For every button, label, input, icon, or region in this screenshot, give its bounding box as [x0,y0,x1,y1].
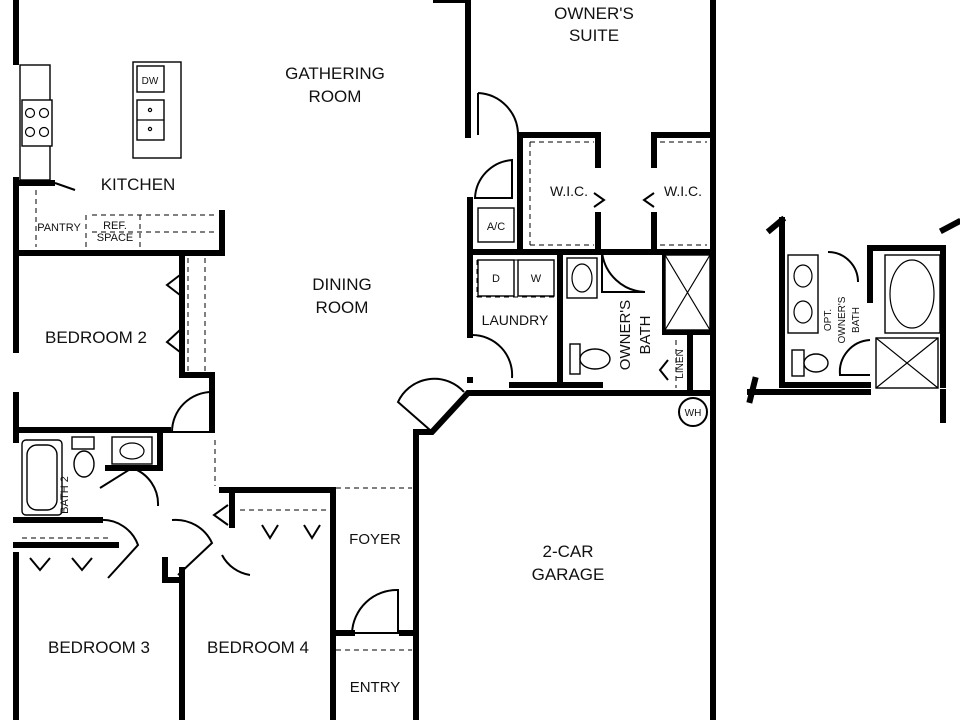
opt-owners-bath-label-line2: OWNER'S [837,296,848,343]
bedroom-4-label: BEDROOM 4 [207,638,309,657]
entry-label: ENTRY [350,679,401,696]
dryer-label: D [492,273,500,285]
bath-2-fixtures [21,436,153,516]
water-heater-label: WH [685,408,702,419]
ref-space-label-line1: REF. [103,220,127,232]
interior-walls [13,0,716,720]
room-labels: OWNER'S SUITE GATHERING ROOM KITCHEN PAN… [37,4,862,696]
owners-bath-label-line1: OWNER'S [617,300,634,370]
washer-dryer [477,259,555,297]
exterior-walls [13,0,716,720]
washer-label: W [531,273,542,285]
pantry-label: PANTRY [37,222,81,234]
kitchen-counter [19,64,53,181]
opt-owners-bath-label-line1: OPT. [823,309,834,331]
door-swings [29,92,669,634]
owners-suite-label-line1: OWNER'S [554,4,634,23]
dining-room-label-line2: ROOM [316,298,369,317]
garage-label-line1: 2-CAR [542,542,593,561]
wic-right-label: W.I.C. [664,183,702,199]
garage-label-line2: GARAGE [532,565,605,584]
dishwasher-label: DW [142,76,159,87]
gathering-room-label-line2: ROOM [309,87,362,106]
owners-suite-label-line2: SUITE [569,26,619,45]
kitchen-island [132,61,182,159]
owners-bath-label-line2: BATH [637,316,654,355]
bedroom-3-label: BEDROOM 3 [48,638,150,657]
wic-left-label: W.I.C. [550,183,588,199]
bath-2-label: BATH 2 [59,476,71,514]
ref-space-label-line2: SPACE [97,232,133,244]
dining-room-label-line1: DINING [312,275,372,294]
opt-owners-bath-inset [746,215,960,423]
foyer-label: FOYER [349,531,401,548]
laundry-label: LAUNDRY [482,312,549,328]
gathering-room-label-line1: GATHERING [285,64,385,83]
bedroom-2-label: BEDROOM 2 [45,328,147,347]
owners-bath-fixtures [566,254,711,375]
water-heater-icon [678,397,708,427]
opt-owners-bath-label-line3: BATH [851,307,862,333]
ac-label: A/C [487,221,505,233]
kitchen-label: KITCHEN [101,175,176,194]
ac-unit [477,207,515,243]
linen-label: LINEN [675,349,686,378]
